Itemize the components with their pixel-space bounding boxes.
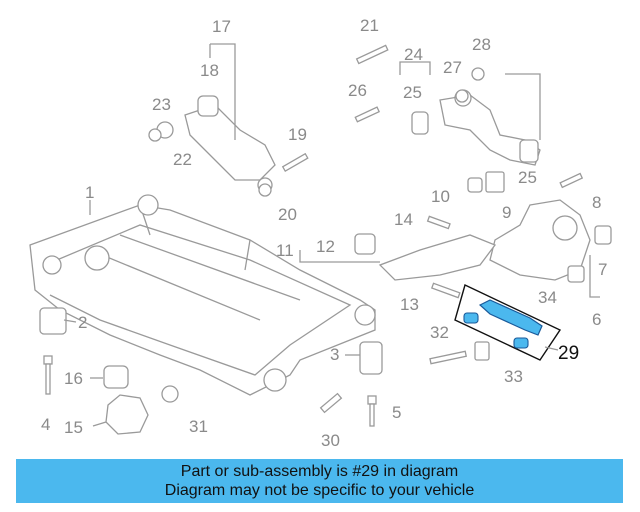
callout-30: 30 <box>321 431 340 450</box>
bolt-14-part <box>426 215 451 230</box>
nut-20-part <box>258 183 272 197</box>
callout-26: 26 <box>348 81 367 100</box>
part-29-highlight <box>454 284 562 361</box>
callout-14: 14 <box>394 210 413 229</box>
callout-31: 31 <box>189 417 208 436</box>
callout-15: 15 <box>64 418 83 437</box>
callout-17: 17 <box>212 17 231 36</box>
nut-28-part <box>471 67 485 81</box>
callout-25-upper: 25 <box>403 83 422 102</box>
nut-31-part <box>161 385 179 403</box>
callout-6: 6 <box>592 310 601 329</box>
callout-4: 4 <box>41 415 50 434</box>
banner-line-2: Diagram may not be specific to your vehi… <box>164 482 475 499</box>
bolt-19-part <box>281 152 309 172</box>
callout-33: 33 <box>504 367 523 386</box>
callout-3: 3 <box>330 345 339 364</box>
callout-11: 11 <box>276 241 294 260</box>
leader-lines <box>63 43 600 427</box>
subframe-part <box>29 194 376 396</box>
callout-34: 34 <box>538 288 557 307</box>
banner-line-1: Part or sub-assembly is #29 in diagram <box>180 463 459 480</box>
bolt-8-part <box>559 172 584 189</box>
trailing-arm-part <box>354 233 497 281</box>
callout-20: 20 <box>278 205 297 224</box>
bolt-4-part <box>43 355 53 395</box>
nut-27-part <box>455 89 469 103</box>
callout-10: 10 <box>431 187 450 206</box>
bushing-10-part <box>467 177 483 193</box>
callout-5: 5 <box>392 403 401 422</box>
callout-32: 32 <box>430 323 449 342</box>
callout-18: 18 <box>200 61 219 80</box>
callout-13: 13 <box>400 295 419 314</box>
callout-labels: 1 2 3 4 5 6 7 8 9 10 11 12 13 14 15 16 1… <box>41 16 607 450</box>
lower-arm-part <box>156 95 276 193</box>
callout-27: 27 <box>443 58 462 77</box>
callout-25-lower: 25 <box>518 168 537 187</box>
bracket-33-part <box>474 341 490 361</box>
mount-15-part <box>105 394 149 435</box>
callout-19: 19 <box>288 125 307 144</box>
info-banner: Part or sub-assembly is #29 in diagram D… <box>16 459 623 503</box>
callout-16: 16 <box>64 369 83 388</box>
knuckle-part <box>489 199 612 283</box>
callout-22: 22 <box>173 150 192 169</box>
bolt-21-part <box>355 44 389 65</box>
callout-9: 9 <box>502 203 511 222</box>
callout-1: 1 <box>85 183 94 202</box>
parts-diagram: 1 2 3 4 5 6 7 8 9 10 11 12 13 14 15 16 1… <box>29 16 612 450</box>
bushing-2-part <box>39 307 67 335</box>
bushing-3-part <box>359 341 383 375</box>
callout-12: 12 <box>316 237 335 256</box>
bolt-26-part <box>354 106 381 123</box>
callout-8: 8 <box>592 193 601 212</box>
callout-24: 24 <box>404 45 423 64</box>
callout-21: 21 <box>360 16 379 35</box>
callout-28: 28 <box>472 35 491 54</box>
nut-22-part <box>148 128 162 142</box>
bolt-5-part <box>367 395 377 427</box>
callout-29: 29 <box>558 343 579 364</box>
bolt-13-part <box>430 282 461 299</box>
callout-7: 7 <box>598 260 607 279</box>
bracket-9-part <box>485 171 505 193</box>
callout-23: 23 <box>152 95 171 114</box>
bolt-30-part <box>319 392 343 414</box>
bushing-16-part <box>103 365 129 389</box>
upper-arm-part <box>411 89 541 166</box>
callout-2: 2 <box>78 313 87 332</box>
bolt-32-part <box>429 350 468 365</box>
